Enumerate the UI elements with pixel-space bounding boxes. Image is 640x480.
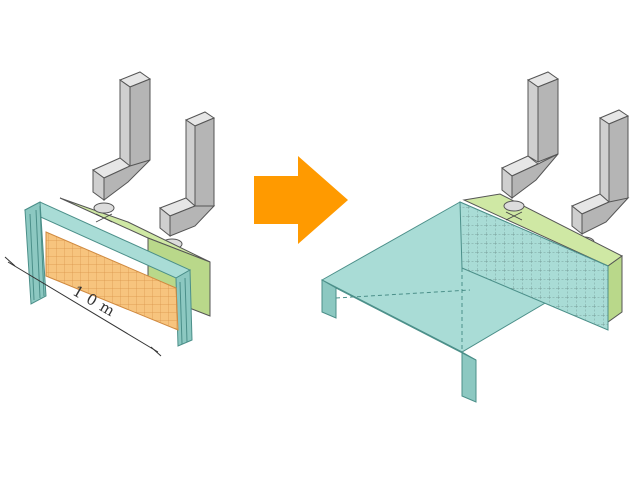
left-folded-curtain <box>23 201 193 347</box>
right-duct-back <box>571 109 630 257</box>
left-duct-back <box>159 111 216 259</box>
curtain-right-drop <box>461 351 477 403</box>
right-duct-front <box>501 71 560 221</box>
curtain-left-drop <box>321 279 337 319</box>
transition-arrow <box>254 156 348 244</box>
left-duct-front <box>92 71 152 223</box>
before-assembly: 10m <box>4 71 216 357</box>
left-filter-panel <box>45 231 179 331</box>
after-assembly <box>320 71 630 403</box>
right-arrow-icon <box>254 156 348 244</box>
right-green-frame <box>462 193 623 323</box>
right-deployed-curtain <box>320 201 610 403</box>
dimension-line <box>4 256 162 357</box>
